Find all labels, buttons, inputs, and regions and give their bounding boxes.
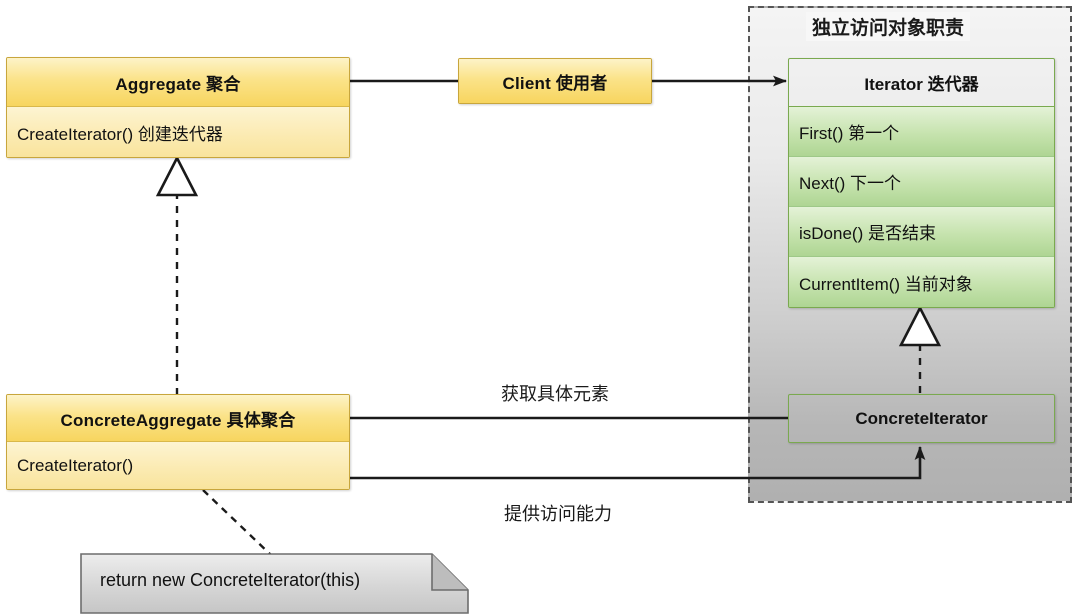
class-method-iterator-2: isDone() 是否结束 (789, 207, 1054, 257)
class-method-iterator-1: Next() 下一个 (789, 157, 1054, 207)
note-text: return new ConcreteIterator(this) (100, 570, 361, 590)
note-body (80, 553, 469, 614)
class-box-aggregate[interactable]: Aggregate 聚合 CreateIterator() 创建迭代器 (6, 57, 350, 158)
class-name-aggregate: Aggregate 聚合 (7, 58, 349, 107)
class-method-iterator-3: CurrentItem() 当前对象 (789, 257, 1054, 307)
class-box-iterator[interactable]: Iterator 迭代器 First() 第一个 Next() 下一个 isDo… (788, 58, 1055, 308)
realization-triangle-aggregate (155, 155, 199, 197)
edge-label-provide-access: 提供访问能力 (504, 504, 612, 524)
class-box-concrete-iterator[interactable]: ConcreteIterator (788, 394, 1055, 443)
frame-title: 独立访问对象职责 (806, 12, 971, 41)
note-shape[interactable] (80, 553, 470, 614)
note-fold-icon (431, 554, 468, 591)
class-method-aggregate-0: CreateIterator() 创建迭代器 (7, 107, 349, 157)
class-method-iterator-0: First() 第一个 (789, 107, 1054, 157)
class-name-concrete-aggregate: ConcreteAggregate 具体聚合 (7, 395, 349, 442)
edge-note-anchor (202, 489, 273, 557)
class-box-concrete-aggregate[interactable]: ConcreteAggregate 具体聚合 CreateIterator() (6, 394, 350, 490)
class-method-concrete-aggregate-0: CreateIterator() (7, 442, 349, 489)
edge-label-get-elements: 获取具体元素 (501, 384, 609, 404)
class-box-client[interactable]: Client 使用者 (458, 58, 652, 104)
class-name-concrete-iterator: ConcreteIterator (855, 408, 988, 428)
class-name-client: Client 使用者 (459, 59, 651, 103)
class-name-iterator: Iterator 迭代器 (789, 59, 1054, 107)
